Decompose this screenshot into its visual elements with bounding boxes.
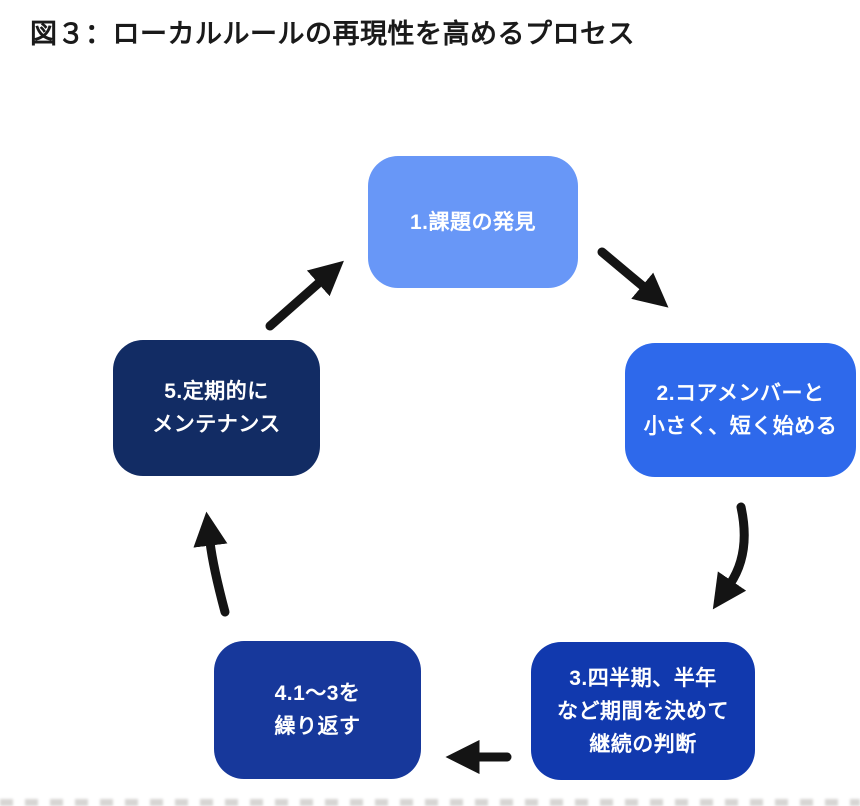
step-5-line-1: 5.定期的に [164,380,269,403]
figure-title: 図３：ローカルルールの再現性を高めるプロセス [30,19,635,49]
step-2-line-1: 2.コアメンバーと [656,382,825,405]
step-3-line-2: など期間を決めて [557,699,729,723]
process-step-5: 5.定期的に メンテナンス [113,340,320,476]
step-1-line-1: 1.課題の発見 [409,210,536,234]
arrow-step5-to-step1 [265,260,344,331]
arrow-step2-to-step3 [712,502,749,610]
step-4-line-2: 繰り返す [274,715,361,738]
arrow-step1-to-step2 [597,247,669,308]
process-step-1: 1.課題の発見 [368,156,578,288]
step-3-line-3: 継続の判断 [589,732,697,756]
arrow-step4-to-step5 [193,511,230,617]
step-4-line-1: 4.1～3を [274,682,361,705]
step-3-line-1: 3.四半期、半年 [569,666,717,690]
step-5-line-2: メンテナンス [152,413,281,436]
step-2-line-2: 小さく、短く始める [643,415,838,438]
process-step-2: 2.コアメンバーと 小さく、短く始める [625,343,856,477]
cropped-text-artifact [0,799,860,806]
process-step-4: 4.1～3を 繰り返す [214,641,421,779]
process-step-3: 3.四半期、半年 など期間を決めて 継続の判断 [531,642,755,780]
